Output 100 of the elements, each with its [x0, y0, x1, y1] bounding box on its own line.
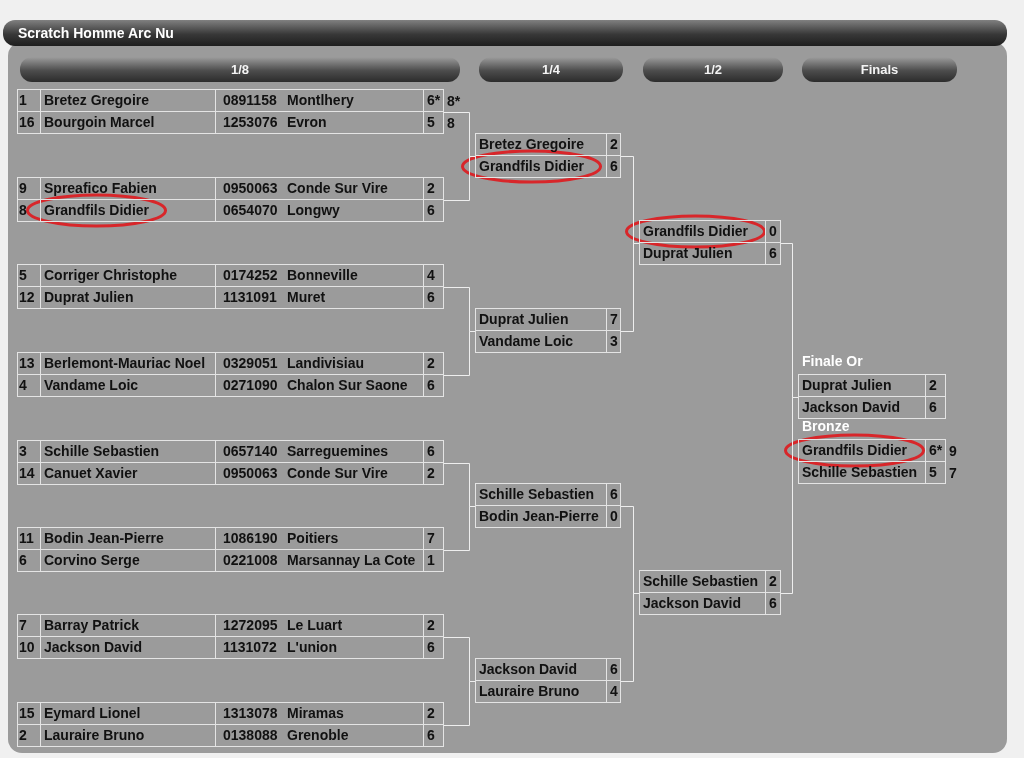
tiebreak-score: 8* — [447, 92, 461, 109]
player-name: Spreafico Fabien — [44, 181, 157, 196]
match-table — [17, 89, 444, 134]
player-name: Bodin Jean-Pierre — [479, 509, 599, 524]
score: 6 — [427, 290, 435, 305]
seed-number: 16 — [19, 115, 35, 130]
title-bar: Scratch Homme Arc Nu — [3, 20, 1007, 46]
match-table — [639, 220, 781, 265]
club-name: Longwy — [287, 203, 340, 218]
score: 6 — [610, 487, 618, 502]
player-name: Grandfils Didier — [643, 224, 749, 239]
match-table — [639, 570, 781, 615]
player-name: Lauraire Bruno — [44, 728, 145, 743]
player-name: Canuet Xavier — [44, 466, 138, 481]
player-name: Grandfils Didier — [44, 203, 150, 218]
tiebreak-score: 8 — [447, 114, 455, 131]
round-header: 1/8 — [20, 57, 460, 82]
match-table — [475, 483, 621, 528]
club-name: Landivisiau — [287, 356, 365, 371]
club-name: Conde Sur Vire — [287, 466, 388, 481]
licence-number: 0950063 — [223, 466, 278, 481]
licence-number: 0329051 — [223, 356, 278, 371]
licence-number: 0271090 — [223, 378, 278, 393]
score: 6 — [610, 662, 618, 677]
licence-number: 0950063 — [223, 181, 278, 196]
match-heading: Finale Or — [802, 353, 863, 370]
club-name: Poitiers — [287, 531, 339, 546]
score: 5 — [427, 115, 435, 130]
score: 2 — [427, 706, 435, 721]
seed-number: 6 — [19, 553, 27, 568]
licence-number: 1272095 — [223, 618, 278, 633]
player-name: Grandfils Didier — [479, 159, 585, 174]
seed-number: 15 — [19, 706, 35, 721]
seed-number: 13 — [19, 356, 35, 371]
score: 2 — [427, 356, 435, 371]
player-name: Schille Sebastien — [44, 444, 160, 459]
match-table — [17, 352, 444, 397]
round-header: 1/2 — [643, 57, 783, 82]
player-name: Bretez Gregoire — [44, 93, 150, 108]
seed-number: 14 — [19, 466, 35, 481]
club-name: Evron — [287, 115, 327, 130]
seed-number: 2 — [19, 728, 27, 743]
licence-number: 1313078 — [223, 706, 278, 721]
tiebreak-score: 9 — [949, 442, 957, 459]
match-table — [17, 527, 444, 572]
score: 0 — [769, 224, 777, 239]
licence-number: 0174252 — [223, 268, 278, 283]
player-name: Schille Sebastien — [479, 487, 595, 502]
licence-number: 0657140 — [223, 444, 278, 459]
player-name: Duprat Julien — [44, 290, 134, 305]
match-table — [475, 658, 621, 703]
score: 7 — [427, 531, 435, 546]
club-name: Marsannay La Cote — [287, 553, 416, 568]
player-name: Jackson David — [802, 400, 901, 415]
match-heading: Bronze — [802, 418, 850, 435]
player-name: Bodin Jean-Pierre — [44, 531, 164, 546]
score: 6 — [769, 596, 777, 611]
tiebreak-score: 7 — [949, 464, 957, 481]
club-name: Miramas — [287, 706, 344, 721]
seed-number: 8 — [19, 203, 27, 218]
seed-number: 11 — [19, 531, 34, 546]
match-table — [475, 308, 621, 353]
score: 2 — [929, 378, 937, 393]
licence-number: 0891158 — [223, 93, 277, 108]
player-name: Berlemont-Mauriac Noel — [44, 356, 206, 371]
score: 3 — [610, 334, 618, 349]
club-name: Muret — [287, 290, 326, 305]
player-name: Corvino Serge — [44, 553, 140, 568]
score: 2 — [427, 181, 435, 196]
licence-number: 1131072 — [223, 640, 277, 655]
player-name: Schille Sebastien — [643, 574, 759, 589]
seed-number: 10 — [19, 640, 35, 655]
seed-number: 12 — [19, 290, 35, 305]
score: 7 — [610, 312, 618, 327]
player-name: Duprat Julien — [643, 246, 733, 261]
score: 2 — [427, 466, 435, 481]
score: 4 — [427, 268, 435, 283]
match-table — [17, 177, 444, 222]
seed-number: 3 — [19, 444, 27, 459]
score: 6 — [610, 159, 618, 174]
licence-number: 0138088 — [223, 728, 278, 743]
club-name: Montlhery — [287, 93, 354, 108]
player-name: Corriger Christophe — [44, 268, 177, 283]
player-name: Bourgoin Marcel — [44, 115, 155, 130]
seed-number: 9 — [19, 181, 27, 196]
player-name: Schille Sebastien — [802, 465, 918, 480]
score: 6* — [929, 443, 943, 458]
score: 5 — [929, 465, 937, 480]
seed-number: 4 — [19, 378, 27, 393]
score: 2 — [610, 137, 618, 152]
match-table — [17, 614, 444, 659]
score: 6 — [427, 728, 435, 743]
club-name: Chalon Sur Saone — [287, 378, 408, 393]
match-table — [17, 702, 444, 747]
score: 6 — [929, 400, 937, 415]
player-name: Jackson David — [44, 640, 143, 655]
score: 6* — [427, 93, 441, 108]
player-name: Barray Patrick — [44, 618, 139, 633]
player-name: Bretez Gregoire — [479, 137, 585, 152]
score: 2 — [769, 574, 777, 589]
